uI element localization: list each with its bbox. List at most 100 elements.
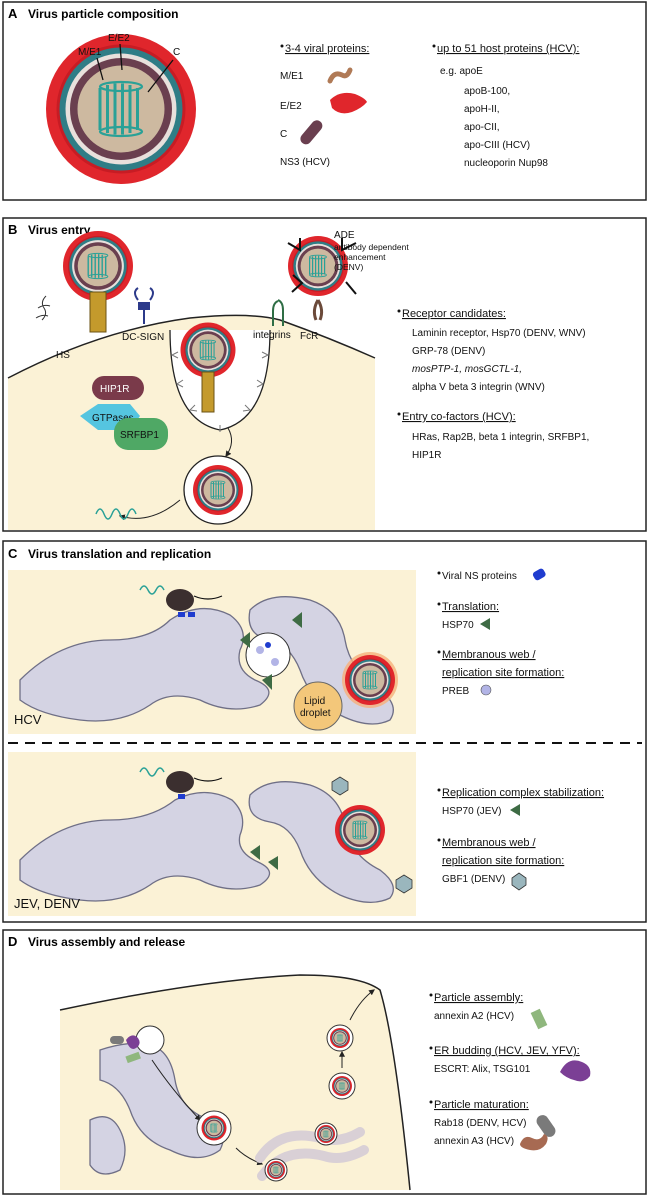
- virus-particle-icon: [334, 804, 386, 856]
- viral-rna-icon: [139, 767, 165, 777]
- web-header: Membranous web /: [442, 649, 536, 661]
- bullet: [437, 571, 441, 575]
- clathrin-coat: [170, 351, 270, 432]
- preb-icon: [271, 658, 279, 666]
- label-gtpases: GTPases: [92, 413, 134, 424]
- host-item: apo-CII,: [464, 122, 500, 133]
- bullet: [437, 650, 441, 654]
- host-item: apoH-II,: [464, 104, 500, 115]
- dc-sign-icon: [134, 287, 154, 301]
- ee2-protein-icon: [330, 92, 367, 114]
- plasma-membrane: [7, 314, 376, 379]
- virus-particle-icon: [201, 1115, 227, 1141]
- cofactor-header: Entry co-factors (HCV):: [402, 411, 516, 423]
- panel-c-frame: [2, 540, 647, 923]
- panel-b-frame: [2, 217, 647, 532]
- panel-b: B Virus entry HS DC-SIGN integrins FcR A…: [2, 217, 647, 532]
- label-dc-sign: DC-SIGN: [122, 332, 164, 343]
- receptor-header: Receptor candidates:: [402, 308, 506, 320]
- virus-particle-icon: [266, 1160, 286, 1180]
- hsp70-icon: [292, 612, 302, 628]
- escrt-icon: [560, 1060, 591, 1082]
- web-item-hcv: PREB: [442, 686, 470, 697]
- plasma-membrane: [59, 974, 411, 1191]
- viral-item-me1: M/E1: [280, 71, 304, 82]
- stabilization-item: HSP70 (JEV): [442, 806, 501, 817]
- annexin-a2-icon: [530, 1008, 548, 1030]
- hsp70-icon: [510, 804, 520, 816]
- ade-sub: (DENV): [334, 262, 363, 272]
- gbf1-icon: [331, 776, 349, 796]
- hsp70-icon: [250, 845, 260, 860]
- maturation-item: annexin A3 (HCV): [434, 1136, 514, 1147]
- lipid-label: Lipid: [304, 696, 325, 707]
- panel-a-title: Virus particle composition: [28, 7, 178, 21]
- panel-d-frame: [2, 929, 647, 1195]
- hs-icon: [35, 295, 51, 321]
- virus-particle-icon: [344, 654, 396, 706]
- polypeptide: [193, 595, 223, 600]
- virus-particle-icon: [331, 1075, 353, 1097]
- er-membrane: [19, 607, 270, 722]
- panel-d-title: Virus assembly and release: [28, 935, 186, 949]
- panel-c-letter: C: [8, 546, 18, 561]
- stabilization-header: Replication complex stabilization:: [442, 787, 604, 799]
- web-item-denv: GBF1 (DENV): [442, 874, 505, 885]
- c-pointer: [147, 59, 174, 93]
- rab18-icon: [536, 1115, 556, 1137]
- hcv-label: HCV: [14, 712, 42, 727]
- label-c: C: [173, 47, 180, 58]
- er-membrane: [19, 791, 271, 902]
- viral-item-ns3: NS3 (HCV): [280, 157, 330, 168]
- cofactor-item: HRas, Rap2B, beta 1 integrin, SRFBP1,: [412, 432, 589, 443]
- label-ee2: E/E2: [108, 33, 130, 44]
- viral-rna-icon: [95, 508, 137, 520]
- er-membrane: [248, 781, 394, 903]
- preb-icon: [256, 646, 264, 654]
- web-header: Membranous web /: [442, 837, 536, 849]
- ribosome-icon: [166, 589, 194, 611]
- virus-particle-icon: [62, 230, 134, 302]
- lipid-label: droplet: [300, 708, 331, 719]
- budding-item: ESCRT: Alix, TSG101: [434, 1064, 531, 1075]
- web-header: replication site formation:: [442, 855, 564, 867]
- bullet: [429, 993, 433, 997]
- viral-rna-icon: [139, 585, 165, 595]
- virus-particle-icon: [192, 464, 244, 516]
- integrin-icon: [272, 299, 284, 326]
- hsp70-icon: [262, 674, 272, 690]
- bullet: [437, 602, 441, 606]
- preb-icon: [480, 684, 492, 696]
- translation-item: HSP70: [442, 620, 474, 631]
- viral-proteins-header: 3-4 viral proteins:: [285, 43, 369, 55]
- label-fcr: FcR: [300, 331, 318, 342]
- bullet: [429, 1046, 433, 1050]
- lipid-droplet: [293, 681, 343, 731]
- ns-protein-icon: [178, 612, 185, 617]
- me1-protein-icon: [327, 67, 353, 84]
- hsp70-icon: [240, 632, 250, 648]
- ee2-pointer: [119, 43, 123, 71]
- receptor-item: GRP-78 (DENV): [412, 346, 485, 357]
- receptor-stalk: [201, 371, 215, 413]
- label-integrins: integrins: [253, 330, 291, 341]
- panel-b-letter: B: [8, 222, 17, 237]
- annexin-a3-icon: [520, 1134, 548, 1151]
- label-me1: M/E1: [78, 47, 102, 58]
- antibody-icon: [287, 238, 357, 295]
- bullet: [437, 788, 441, 792]
- host-item: apo-CIII (HCV): [464, 140, 530, 151]
- virus-particle-icon: [316, 1124, 336, 1144]
- hip1r-icon: [92, 376, 144, 400]
- host-proteins-header: up to 51 host proteins (HCV):: [437, 43, 579, 55]
- panel-c: C Virus translation and replication Lipi…: [2, 540, 647, 923]
- panel-b-title: Virus entry: [28, 223, 91, 237]
- bullet: [397, 309, 401, 313]
- me1-pointer: [96, 57, 104, 81]
- panel-c-title: Virus translation and replication: [28, 547, 211, 561]
- dc-sign-head: [138, 302, 150, 310]
- capsid-protein-icon: [300, 120, 323, 145]
- web-header: replication site formation:: [442, 667, 564, 679]
- rab18-icon: [110, 1036, 124, 1044]
- panel-a-letter: A: [8, 6, 18, 21]
